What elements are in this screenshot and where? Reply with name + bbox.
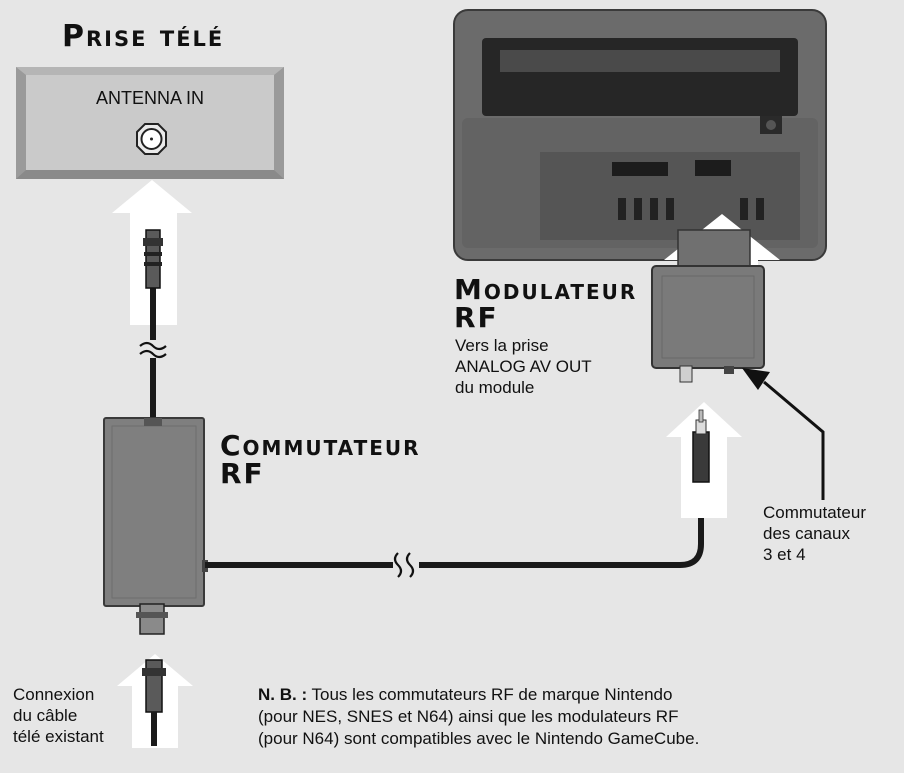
- antenna-in-text: ANTENNA IN: [95, 88, 205, 108]
- tv-outlet-title: Prise télé: [62, 22, 224, 52]
- note-line3: (pour N64) sont compatibles avec le Nint…: [258, 729, 700, 748]
- gamecube-console: [453, 9, 827, 261]
- note-line2: (pour NES, SNES et N64) ainsi que les mo…: [258, 707, 679, 726]
- rf-modulator-title-line2: RF: [454, 301, 499, 334]
- tv-outlet-panel: [16, 67, 284, 179]
- antenna-connector-icon: [136, 123, 167, 155]
- rf-switch-title: Commutateur RF: [220, 432, 421, 488]
- rf-modulator-device: [651, 229, 765, 383]
- channel-switch-label: Commutateur des canaux 3 et 4: [763, 502, 866, 565]
- existing-cable-label: Connexion du câble télé existant: [13, 684, 104, 747]
- note-line1: Tous les commutateurs RF de marque Ninte…: [307, 685, 673, 704]
- rf-modulator-desc-line2: ANALOG AV OUT: [455, 357, 592, 376]
- rf-modulator-description: Vers la prise ANALOG AV OUT du module: [455, 335, 592, 398]
- channel-switch-line3: 3 et 4: [763, 545, 806, 564]
- existing-cable-line2: du câble: [13, 706, 78, 725]
- compatibility-note: N. B. : Tous les commutateurs RF de marq…: [258, 684, 898, 750]
- cable-break-icon: [138, 340, 168, 359]
- rf-modulator-title: Modulateur RF: [454, 276, 637, 332]
- channel-switch-line1: Commutateur: [763, 503, 866, 522]
- cable-switch-to-modulator: [205, 475, 704, 578]
- channel-switch-line2: des canaux: [763, 524, 850, 543]
- rf-modulator-title-line1: Modulateur: [454, 273, 638, 306]
- existing-cable: [142, 659, 166, 746]
- rca-plug: [692, 409, 710, 483]
- rf-switch-device: [103, 417, 208, 635]
- note-prefix: N. B. :: [258, 685, 308, 704]
- antenna-in-label: ANTENNA IN: [0, 88, 300, 109]
- coax-cable-to-tv: [143, 229, 163, 422]
- rf-modulator-desc-line1: Vers la prise: [455, 336, 549, 355]
- channel-switch-pointer: [742, 368, 825, 500]
- existing-cable-line1: Connexion: [13, 685, 95, 704]
- rf-switch-title-line2: RF: [220, 457, 265, 490]
- existing-cable-line3: télé existant: [13, 727, 104, 746]
- rf-modulator-desc-line3: du module: [455, 378, 535, 397]
- tv-outlet-title-text: Prise télé: [62, 19, 225, 54]
- rf-switch-title-line1: Commutateur: [220, 429, 421, 462]
